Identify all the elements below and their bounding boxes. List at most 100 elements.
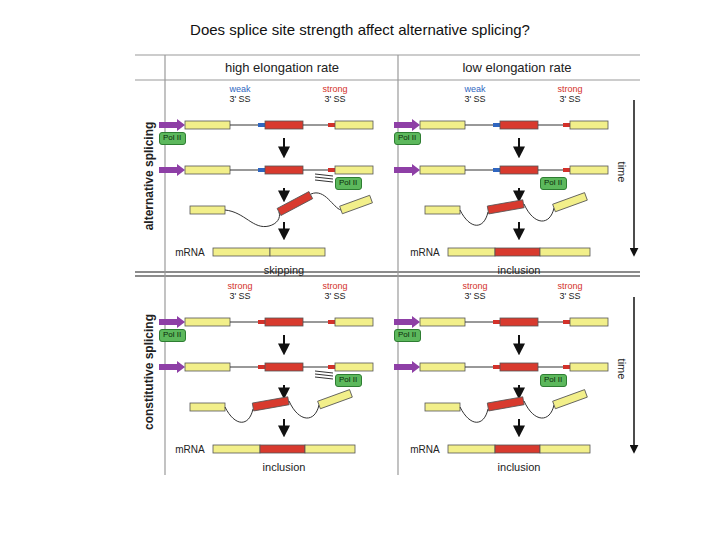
pol-ii-label: Pol II: [163, 134, 182, 143]
label: 3' SS: [559, 95, 580, 105]
exon: [277, 192, 313, 216]
intron-loop: [524, 204, 554, 221]
splice-site-mark: [328, 320, 335, 324]
promoter-arrow: [394, 164, 420, 176]
pol-ii-box: Pol II: [335, 374, 362, 387]
label: strong: [462, 282, 487, 292]
exon: [500, 166, 538, 174]
exon: [190, 403, 225, 411]
exon: [500, 363, 538, 371]
promoter-arrow: [159, 164, 185, 176]
exon: [213, 248, 270, 256]
promoter-arrow: [159, 119, 185, 131]
pol-ii-box: Pol II: [540, 374, 567, 387]
label: strong: [557, 282, 582, 292]
label: high elongation rate: [225, 61, 339, 75]
splicing-scheme: [159, 119, 373, 256]
splice-site-mark: [493, 320, 500, 324]
splice-site-mark: [258, 365, 265, 369]
exon: [420, 166, 465, 174]
step-arrow: [283, 138, 285, 156]
exon: [420, 363, 465, 371]
exon: [265, 166, 303, 174]
label: alternative splicing: [143, 122, 156, 231]
exon: [252, 397, 289, 411]
promoter-arrow: [394, 361, 420, 373]
splice-site-mark: [258, 320, 265, 324]
exon: [185, 318, 230, 326]
pol-ii-box: Pol II: [159, 132, 186, 145]
exon: [495, 445, 540, 453]
exon: [335, 166, 373, 174]
intron-loop: [524, 401, 554, 418]
pol-ii-label: Pol II: [544, 376, 563, 385]
intron-loop: [460, 210, 488, 225]
exon: [553, 390, 588, 409]
time-arrow: [633, 100, 635, 255]
promoter-arrow: [159, 316, 185, 328]
exon: [270, 248, 325, 256]
splice-site-mark: [258, 123, 265, 127]
label: time: [616, 162, 628, 183]
step-arrow: [283, 385, 285, 397]
label: inclusion: [498, 264, 541, 276]
intron: [315, 177, 333, 179]
exon: [540, 248, 590, 256]
label: 3' SS: [464, 95, 485, 105]
exon: [487, 200, 524, 214]
splicing-scheme: [394, 297, 634, 453]
splicing-scheme: [159, 316, 373, 453]
exon: [540, 445, 590, 453]
step-arrow: [518, 138, 520, 156]
intron: [315, 371, 333, 373]
intron: [315, 180, 333, 182]
label: mRNA: [175, 444, 204, 455]
pol-ii-box: Pol II: [394, 329, 421, 342]
label: 3' SS: [229, 95, 250, 105]
exon: [570, 363, 608, 371]
exon: [340, 195, 373, 213]
label: inclusion: [498, 461, 541, 473]
step-arrow: [283, 222, 285, 238]
exon: [260, 445, 305, 453]
pol-ii-label: Pol II: [339, 179, 358, 188]
intron: [315, 377, 333, 379]
splice-site-mark: [563, 168, 570, 172]
pol-ii-box: Pol II: [540, 177, 567, 190]
step-arrow: [518, 222, 520, 238]
time-arrow: [633, 297, 635, 452]
pol-ii-label: Pol II: [163, 331, 182, 340]
pol-ii-box: Pol II: [394, 132, 421, 145]
pol-ii-label: Pol II: [544, 179, 563, 188]
label: low elongation rate: [462, 61, 571, 75]
label: skipping: [264, 264, 304, 276]
step-arrow: [283, 419, 285, 435]
exon: [185, 363, 230, 371]
exon: [213, 445, 260, 453]
exon: [335, 363, 373, 371]
exon: [420, 121, 465, 129]
label: weak: [229, 85, 250, 95]
splice-site-mark: [493, 123, 500, 127]
exon: [500, 318, 538, 326]
exon: [487, 397, 524, 411]
splice-site-mark: [328, 168, 335, 172]
label: 3' SS: [324, 95, 345, 105]
label: mRNA: [410, 444, 439, 455]
exon: [185, 166, 230, 174]
exon: [570, 318, 608, 326]
intron-loop: [460, 407, 488, 422]
exon: [265, 318, 303, 326]
promoter-arrow: [394, 316, 420, 328]
label: strong: [557, 85, 582, 95]
splice-site-mark: [563, 320, 570, 324]
label: 3' SS: [464, 292, 485, 302]
label: time: [616, 359, 628, 380]
exon: [265, 121, 303, 129]
splice-site-mark: [493, 168, 500, 172]
label: weak: [464, 85, 485, 95]
exon: [305, 445, 355, 453]
exon: [448, 248, 495, 256]
intron-loop: [289, 401, 319, 418]
label: mRNA: [175, 247, 204, 258]
